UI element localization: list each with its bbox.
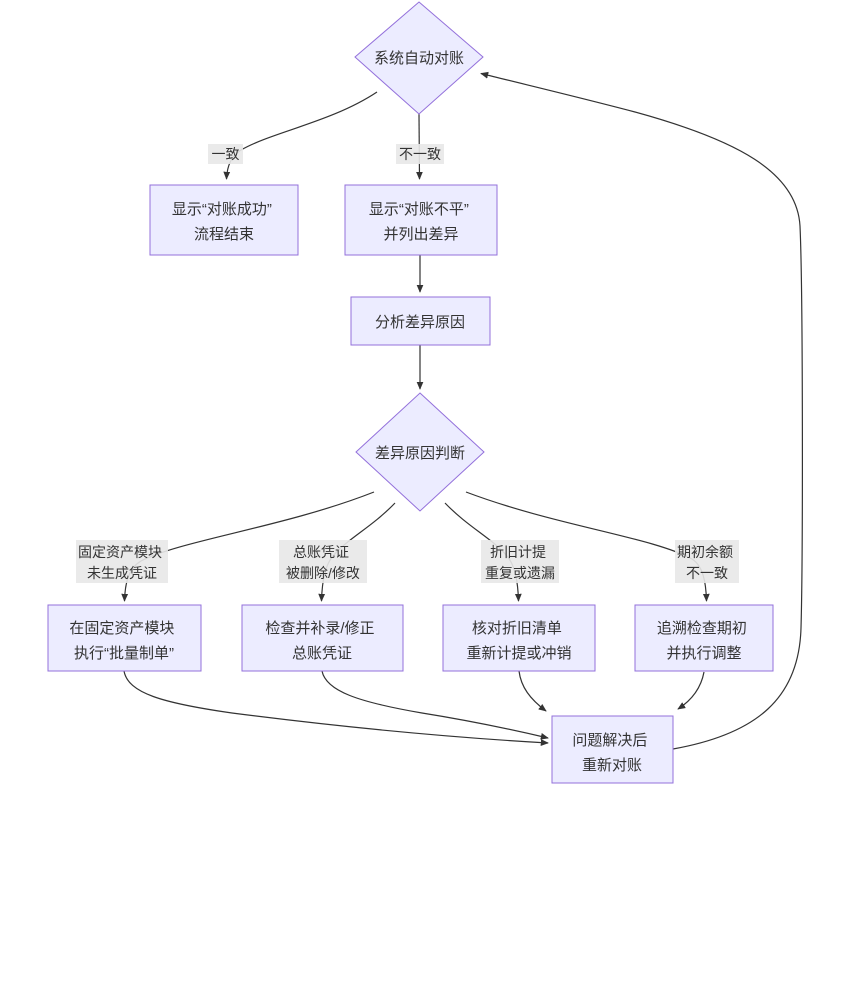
edge-label-line: 折旧计提 <box>490 544 546 560</box>
node-fix-fa-label: 在固定资产模块 执行“批量制单” <box>69 620 178 662</box>
edge-label-cause-open: 期初余额 不一致 <box>675 540 739 583</box>
edge-label-cause-gl-bg <box>279 540 367 583</box>
edge-label-mismatch: 不一致 <box>396 144 444 164</box>
edge-fix-dep-retry <box>518 670 547 712</box>
edge-label-line: 期初余额 <box>677 544 733 560</box>
edge-label-cause-dep-bg <box>481 540 559 583</box>
edge-label-cause-gl-text: 总账凭证 被删除/修改 <box>286 544 360 581</box>
edge-start-success <box>223 91 378 180</box>
edge-retry-start <box>480 71 803 750</box>
node-fix-open: 追溯检查期初 并执行调整 <box>634 604 774 672</box>
edge-label-cause-gl: 总账凭证 被删除/修改 <box>279 540 367 583</box>
node-fix-dep: 核对折旧清单 重新计提或冲销 <box>442 604 596 672</box>
node-mismatch-label: 显示“对账不平” 并列出差异 <box>369 201 473 243</box>
node-fix-gl-shape <box>241 604 404 672</box>
edge-label-cause-dep-text: 折旧计提 重复或遗漏 <box>485 544 555 581</box>
node-fix-gl: 检查并补录/修正 总账凭证 <box>241 604 404 672</box>
node-judge-label: 差异原因判断 <box>375 445 465 462</box>
node-retry-shape <box>551 715 674 784</box>
edge-label-line: 被删除/修改 <box>286 565 360 581</box>
edge-label-line: 固定资产模块 <box>78 544 162 560</box>
nodes: 系统自动对账 显示“对账成功” 流程结束 显示“对账不平” 并列出差异 分析差异… <box>47 1 774 784</box>
node-label-line: 在固定资产模块 <box>69 620 174 637</box>
node-label-line: 检查并补录/修正 <box>265 620 374 637</box>
edge-fix-open-retry <box>677 671 705 710</box>
edge-label-line: 不一致 <box>686 565 728 581</box>
node-mismatch: 显示“对账不平” 并列出差异 <box>344 184 498 256</box>
node-label-line: 总账凭证 <box>292 645 352 662</box>
edge-fix-fa-retry <box>123 670 549 747</box>
edge-label-match: 一致 <box>208 144 243 164</box>
node-fix-gl-label: 检查并补录/修正 总账凭证 <box>265 620 378 662</box>
node-label-line: 重新对账 <box>582 757 642 774</box>
edge-label-cause-dep: 折旧计提 重复或遗漏 <box>481 540 559 583</box>
node-analyze-shape <box>350 296 491 346</box>
node-label-line: 显示“对账成功” <box>172 201 272 218</box>
edge-label-line: 未生成凭证 <box>87 565 157 581</box>
node-judge-shape <box>355 392 485 512</box>
node-success-shape <box>149 184 299 256</box>
node-fix-fa: 在固定资产模块 执行“批量制单” <box>47 604 202 672</box>
node-retry: 问题解决后 重新对账 <box>551 715 674 784</box>
node-label-line: 执行“批量制单” <box>74 645 174 662</box>
edge-label-mismatch-bg <box>396 144 444 164</box>
node-retry-label: 问题解决后 重新对账 <box>572 732 651 774</box>
node-fix-dep-label: 核对折旧清单 重新计提或冲销 <box>466 620 571 662</box>
edge-label-cause-open-bg <box>675 540 739 583</box>
node-fix-dep-shape <box>442 604 596 672</box>
node-fix-open-label: 追溯检查期初 并执行调整 <box>657 620 751 662</box>
edge-labels: 一致 不一致 固定资产模块 未生成凭证 总账凭证 被删除/修改 折旧计提 重复或… <box>76 144 739 583</box>
edge-fix-gl-retry <box>321 670 549 740</box>
node-analyze-label: 分析差异原因 <box>375 314 465 331</box>
node-label-line: 追溯检查期初 <box>657 620 747 637</box>
node-success-label: 显示“对账成功” 流程结束 <box>172 201 276 243</box>
node-success: 显示“对账成功” 流程结束 <box>149 184 299 256</box>
node-label-line: 重新计提或冲销 <box>466 645 571 662</box>
edge-label-cause-fa-bg <box>76 540 168 583</box>
node-label-line: 核对折旧清单 <box>472 620 562 637</box>
edge-label-cause-open-text: 期初余额 不一致 <box>677 544 737 581</box>
node-start-label: 系统自动对账 <box>374 50 464 67</box>
node-label-line: 流程结束 <box>194 226 254 243</box>
edge-label-line: 总账凭证 <box>293 544 349 560</box>
node-label-line: 问题解决后 <box>572 732 647 749</box>
node-fix-fa-shape <box>47 604 202 672</box>
edge-label-cause-fa: 固定资产模块 未生成凭证 <box>76 540 168 583</box>
edge-label-line: 重复或遗漏 <box>485 565 555 581</box>
node-analyze: 分析差异原因 <box>350 296 491 346</box>
node-start: 系统自动对账 <box>354 1 484 115</box>
edge-label-mismatch-text: 不一致 <box>399 146 441 162</box>
edge-label-match-text: 一致 <box>212 146 240 162</box>
node-judge: 差异原因判断 <box>355 392 485 512</box>
edge-label-cause-fa-text: 固定资产模块 未生成凭证 <box>78 544 166 581</box>
node-label-line: 显示“对账不平” <box>369 201 469 218</box>
edge-label-match-bg <box>208 144 243 164</box>
node-start-shape <box>354 1 484 115</box>
node-mismatch-shape <box>344 184 498 256</box>
node-fix-open-shape <box>634 604 774 672</box>
node-label-line: 并列出差异 <box>383 226 458 243</box>
node-label-line: 并执行调整 <box>666 645 741 662</box>
